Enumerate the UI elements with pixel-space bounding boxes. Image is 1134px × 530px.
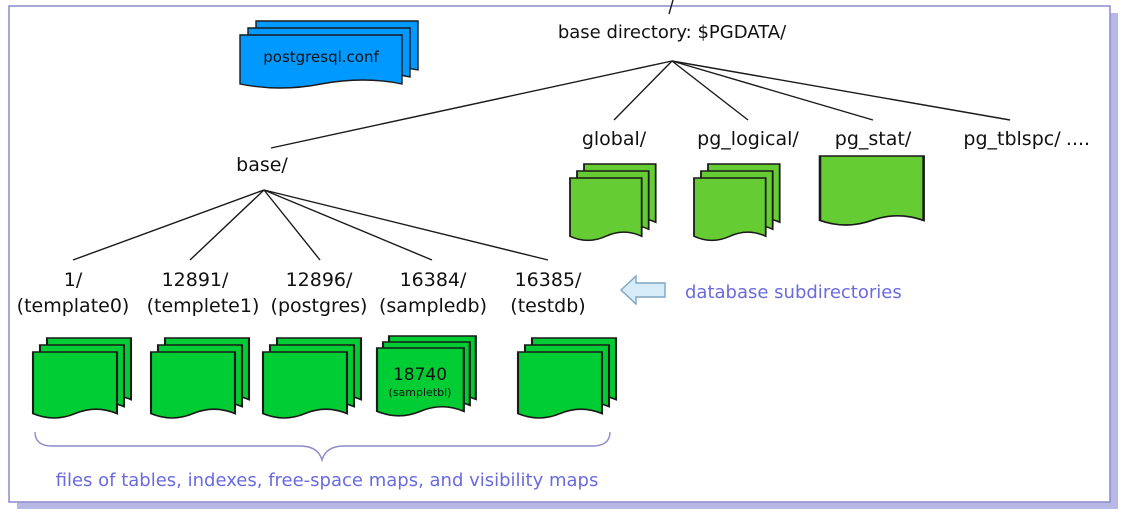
sampletbl-oid-label: 18740: [393, 365, 447, 385]
files-note: files of tables, indexes, free-space map…: [56, 470, 599, 491]
pg-tblspc-directory-label: pg_tblspc/: [963, 128, 1061, 150]
postgresql-conf-label: postgresql.conf: [263, 48, 379, 66]
more-directories-ellipsis: ....: [1066, 128, 1090, 150]
pg-stat-files: [818, 154, 925, 227]
pg-stat-directory-label: pg_stat/: [835, 128, 912, 150]
db-name-label: (postgres): [271, 295, 368, 317]
db-oid-label: 12891/: [162, 269, 229, 291]
db-oid-label: 1/: [64, 269, 83, 291]
postgresql-conf-file: postgresql.conf: [239, 20, 419, 89]
db-name-label: (templete1): [147, 295, 260, 317]
database-subdirectories-note: database subdirectories: [685, 282, 902, 303]
db-oid-label: 16385/: [515, 269, 582, 291]
testdb-files: [516, 336, 618, 420]
database-subdirectories-arrow: [619, 274, 666, 306]
db-oid-label: 12896/: [286, 269, 353, 291]
template1-files: [149, 336, 251, 420]
db-name-label: (sampledb): [379, 295, 487, 317]
files-brace: [34, 431, 611, 463]
postgres-files: [261, 336, 363, 420]
base-directory-label: base/: [236, 154, 288, 176]
tree-lines: [72, 0, 1011, 261]
db-name-label: (template0): [17, 295, 130, 317]
diagram-frame: [8, 5, 1111, 503]
root-directory-label: base directory: $PGDATA/: [558, 22, 787, 43]
global-directory-label: global/: [582, 128, 647, 150]
db-name-label: (testdb): [510, 295, 585, 317]
pg-logical-directory-label: pg_logical/: [697, 128, 799, 150]
template0-files: [31, 336, 133, 420]
db-oid-label: 16384/: [400, 269, 467, 291]
sampletbl-name-label: (sampletbl): [389, 386, 452, 399]
